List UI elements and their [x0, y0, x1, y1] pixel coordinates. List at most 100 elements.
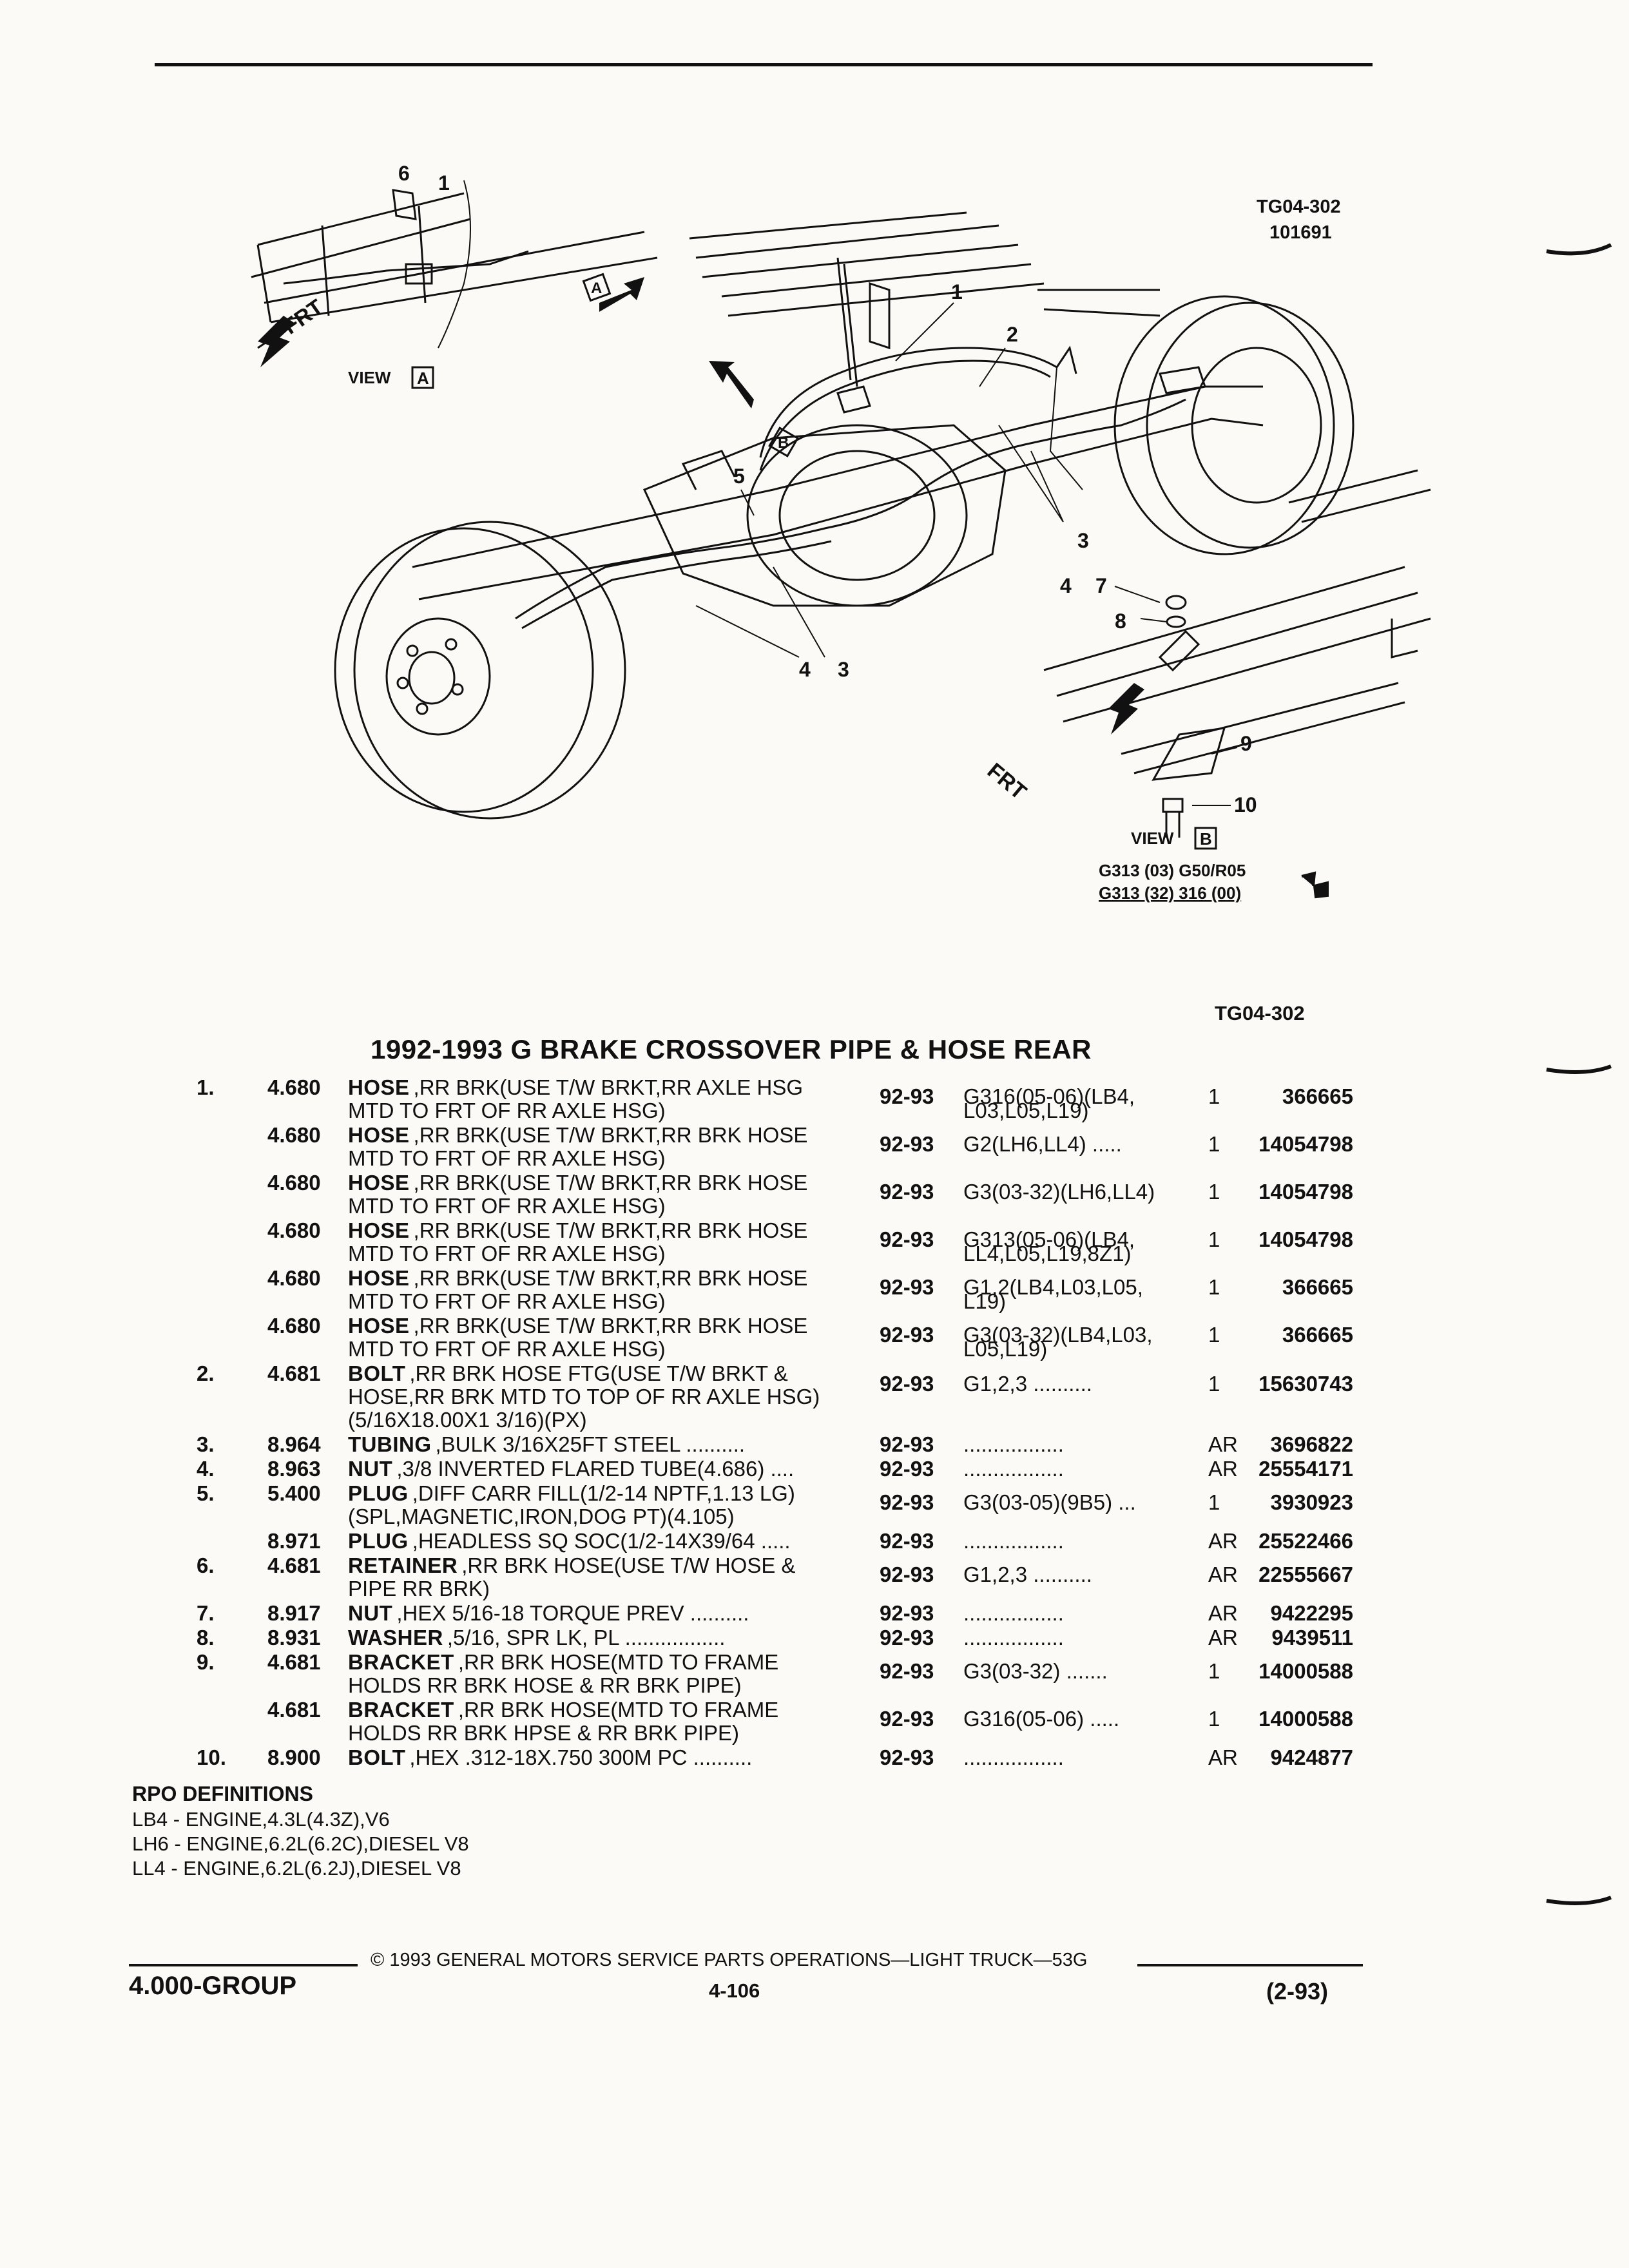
- part-years: 92-93: [880, 1180, 934, 1204]
- part-number: 14000588: [1258, 1707, 1353, 1731]
- part-usage: G2(LH6,LL4) .....: [963, 1132, 1122, 1156]
- edge-marks: [1546, 243, 1612, 1905]
- part-years: 92-93: [880, 1132, 934, 1156]
- part-name: WASHER: [348, 1626, 443, 1649]
- part-desc-continued: MTD TO FRT OF RR AXLE HSG): [348, 1289, 666, 1313]
- part-usage: .................: [963, 1457, 1064, 1481]
- part-years: 92-93: [880, 1562, 934, 1586]
- part-years: 92-93: [880, 1323, 934, 1347]
- part-name: PLUG: [348, 1481, 409, 1505]
- arrow-a-letter: A: [591, 280, 602, 297]
- leader-lines: [695, 302, 1238, 806]
- callout-1: 1: [951, 280, 963, 303]
- part-usage: G3(03-05)(9B5) ...: [963, 1490, 1136, 1514]
- part-usage: .................: [963, 1432, 1064, 1456]
- part-qty: 1: [1208, 1659, 1220, 1683]
- part-name: BRACKET: [348, 1698, 454, 1722]
- callout-2: 2: [1007, 323, 1018, 346]
- part-desc-continued: HOSE,RR BRK MTD TO TOP OF RR AXLE HSG): [348, 1385, 820, 1408]
- diagram-number: 101691: [1269, 222, 1332, 243]
- part-group: 4.681: [267, 1650, 321, 1674]
- part-name: HOSE: [348, 1266, 410, 1290]
- right-brake-drum: [1113, 295, 1354, 555]
- part-number: 25554171: [1258, 1457, 1353, 1481]
- part-name: HOSE: [348, 1075, 410, 1099]
- part-desc: ,BULK 3/16X25FT STEEL ..........: [435, 1432, 746, 1456]
- part-usage: G316(05-06)(LB4,: [963, 1084, 1135, 1108]
- part-name: HOSE: [348, 1218, 410, 1242]
- part-name: BRACKET: [348, 1650, 454, 1674]
- part-years: 92-93: [880, 1601, 934, 1625]
- axle-housing: [412, 385, 1264, 607]
- part-years: 92-93: [880, 1084, 934, 1108]
- part-group: 4.681: [267, 1553, 321, 1577]
- part-usage: G316(05-06) .....: [963, 1707, 1120, 1731]
- part-qty: 1: [1208, 1707, 1220, 1731]
- part-ref: 4.: [197, 1457, 215, 1481]
- part-usage: .................: [963, 1626, 1064, 1649]
- footer-group: 4.000-GROUP: [129, 1972, 297, 2000]
- part-qty: AR: [1208, 1432, 1238, 1456]
- part-group: 4.680: [267, 1266, 321, 1290]
- arrow-b-letter: B: [778, 434, 789, 452]
- part-ref: 7.: [197, 1601, 215, 1625]
- view-b-label: VIEW: [1131, 829, 1174, 848]
- footer-page: 4-106: [709, 1979, 760, 2002]
- part-qty: AR: [1208, 1745, 1238, 1769]
- diagram-code: TG04-302: [1257, 197, 1341, 217]
- part-qty: AR: [1208, 1601, 1238, 1625]
- part-number: 366665: [1282, 1275, 1353, 1299]
- part-desc: ,RR BRK(USE T/W BRKT,RR BRK HOSE: [413, 1123, 808, 1147]
- part-usage: G1,2,3 ..........: [963, 1562, 1092, 1586]
- part-usage-continued: L19): [963, 1289, 1007, 1313]
- top-rule: [155, 63, 1373, 66]
- part-qty: AR: [1208, 1562, 1238, 1586]
- frame-rails: [689, 211, 1161, 387]
- part-name: HOSE: [348, 1314, 410, 1338]
- part-number: 22555667: [1258, 1562, 1353, 1586]
- part-years: 92-93: [880, 1372, 934, 1396]
- part-name: TUBING: [348, 1432, 432, 1456]
- part-name: NUT: [348, 1601, 393, 1625]
- callout-9: 9: [1240, 732, 1252, 755]
- part-group: 4.681: [267, 1698, 321, 1722]
- callout-6-a: 6: [398, 162, 410, 185]
- part-desc: ,RR BRK(USE T/W BRKT,RR BRK HOSE: [413, 1314, 808, 1338]
- part-desc-continued: (5/16X18.00X1 3/16)(PX): [348, 1408, 587, 1432]
- part-usage-continued: L05,L19): [963, 1337, 1048, 1361]
- part-usage: .................: [963, 1745, 1064, 1769]
- part-qty: AR: [1208, 1529, 1238, 1553]
- part-ref: 1.: [197, 1075, 215, 1099]
- part-name: RETAINER: [348, 1553, 458, 1577]
- part-desc: ,3/8 INVERTED FLARED TUBE(4.686) ....: [396, 1457, 795, 1481]
- part-number: 14054798: [1258, 1132, 1353, 1156]
- brake-crossover-diagram: 6 1 1 2 3 4 5 4 3 7 8 9 10 VIEW A VIEW B…: [251, 162, 1431, 903]
- part-desc: ,DIFF CARR FILL(1/2-14 NPTF,1.13 LG): [412, 1481, 795, 1505]
- view-a-inset: [251, 180, 658, 349]
- part-group: 4.681: [267, 1361, 321, 1385]
- part-number: 9422295: [1270, 1601, 1353, 1625]
- part-ref: 9.: [197, 1650, 215, 1674]
- part-group: 4.680: [267, 1314, 321, 1338]
- part-desc-continued: MTD TO FRT OF RR AXLE HSG): [348, 1194, 666, 1218]
- part-qty: 1: [1208, 1372, 1220, 1396]
- part-usage: G3(03-32)(LH6,LL4): [963, 1180, 1155, 1204]
- part-ref: 2.: [197, 1361, 215, 1385]
- callout-3-left: 3: [838, 658, 849, 681]
- frt-label-a: FRT: [279, 294, 328, 339]
- section-title: 1992-1993 G BRAKE CROSSOVER PIPE & HOSE …: [371, 1034, 1092, 1064]
- part-desc: ,RR BRK HOSE(MTD TO FRAME: [458, 1650, 779, 1674]
- part-qty: 1: [1208, 1323, 1220, 1347]
- part-years: 92-93: [880, 1745, 934, 1769]
- part-name: PLUG: [348, 1529, 409, 1553]
- part-name: NUT: [348, 1457, 393, 1481]
- part-years: 92-93: [880, 1457, 934, 1481]
- part-number: 366665: [1282, 1084, 1353, 1108]
- part-desc-continued: MTD TO FRT OF RR AXLE HSG): [348, 1099, 666, 1122]
- part-desc-continued: PIPE RR BRK): [348, 1577, 490, 1600]
- part-usage: .................: [963, 1601, 1064, 1625]
- left-brake-drum: [334, 521, 626, 820]
- footer-date: (2-93): [1266, 1978, 1329, 2004]
- part-group: 4.680: [267, 1218, 321, 1242]
- callout-8: 8: [1115, 610, 1126, 633]
